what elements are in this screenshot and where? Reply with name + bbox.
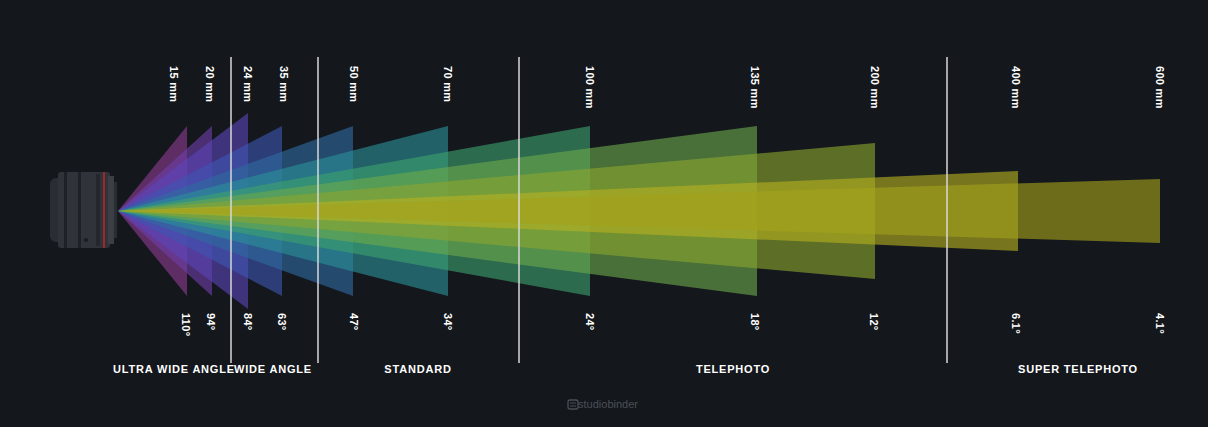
focal-length-label: 400 mm [1010, 66, 1022, 109]
focal-length-label: 70 mm [442, 66, 454, 102]
focal-length-label: 50 mm [348, 66, 360, 102]
angle-label: 47° [348, 313, 360, 331]
focal-length-label: 135 mm [749, 66, 761, 109]
angle-label: 24° [584, 313, 596, 331]
focal-length-label: 24 mm [242, 66, 254, 102]
category-divider [230, 57, 232, 363]
category-label: STANDARD [384, 363, 451, 375]
angle-label: 63° [276, 313, 288, 331]
watermark: studiobinder [578, 398, 638, 410]
angle-label: 18° [749, 313, 761, 331]
lens-icon [50, 172, 117, 248]
field-of-view-fan [118, 179, 1160, 243]
watermark-icon [568, 400, 578, 409]
angle-label: 34° [442, 313, 454, 331]
category-label: SUPER TELEPHOTO [1018, 363, 1138, 375]
category-label: TELEPHOTO [696, 363, 770, 375]
angle-label: 110° [180, 313, 192, 336]
angle-label: 84° [242, 313, 254, 331]
focal-length-label: 15 mm [168, 66, 180, 102]
angle-label: 4.1° [1154, 313, 1166, 334]
angle-label: 12° [868, 313, 880, 331]
category-label: WIDE ANGLE [234, 363, 312, 375]
focal-length-label: 100 mm [584, 66, 596, 109]
focal-length-label: 600 mm [1154, 66, 1166, 109]
focal-length-label: 200 mm [869, 66, 881, 109]
category-label: ULTRA WIDE ANGLE [113, 363, 235, 375]
category-divider [518, 57, 520, 363]
focal-length-label: 35 mm [278, 66, 290, 102]
category-divider [317, 57, 319, 363]
angle-label: 94° [205, 313, 217, 331]
category-divider [946, 57, 948, 363]
focal-length-label: 20 mm [204, 66, 216, 102]
angle-label: 6.1° [1010, 313, 1022, 334]
